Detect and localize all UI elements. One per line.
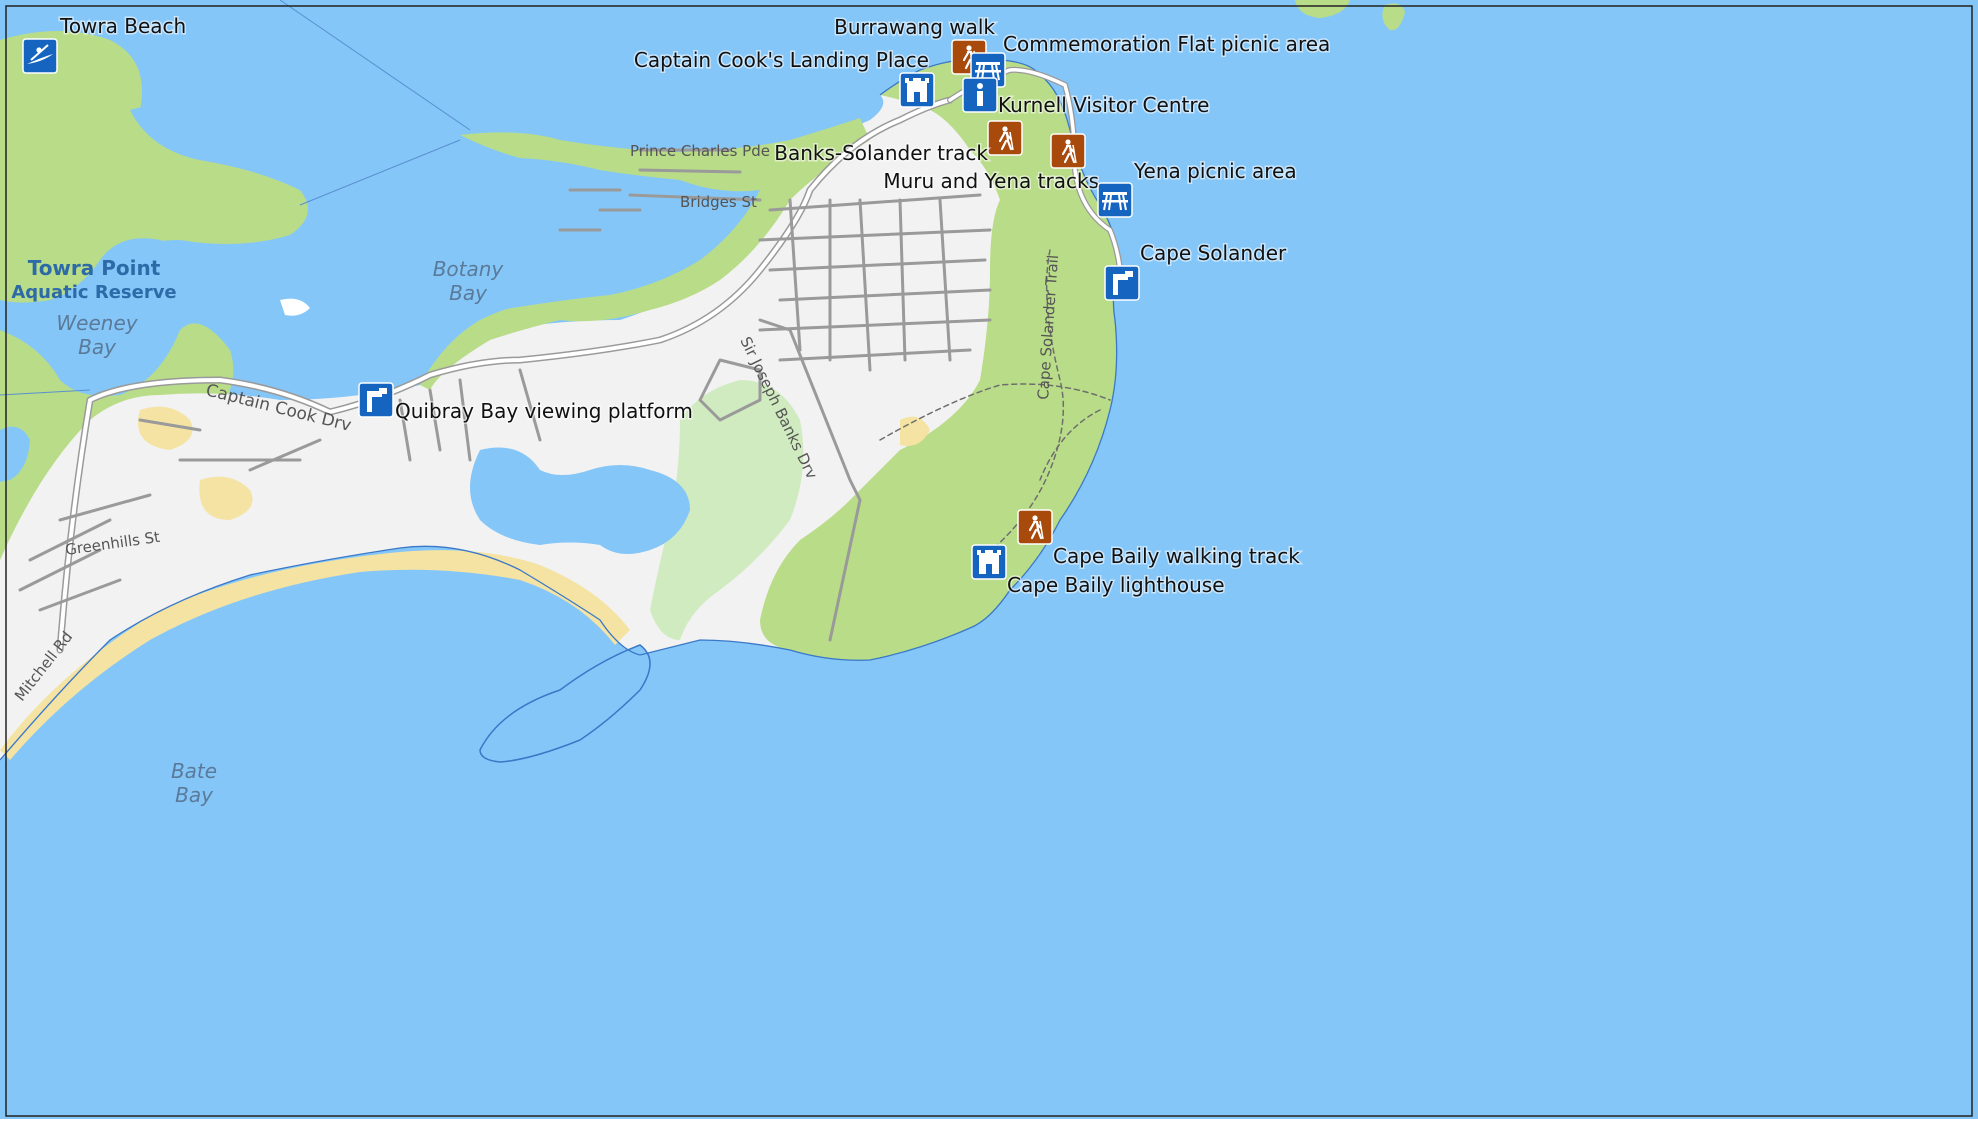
street-label-bridges: Bridges St [680,193,757,211]
sand [138,406,193,450]
poi-label[interactable]: Cape Baily walking track [1052,543,1302,570]
poi-label[interactable]: Towra Beach [58,13,188,40]
poi-label[interactable]: Quibray Bay viewing platform [394,398,695,425]
info-icon[interactable] [962,77,998,113]
reserve-subtitle: Aquatic Reserve [11,282,176,303]
island [1295,0,1350,18]
coastline [639,58,1121,661]
poi-muru-yena-tracks[interactable]: Muru and Yena tracks [882,133,1101,195]
poi-label[interactable]: Captain Cook's Landing Place [632,47,930,74]
reserve-land [0,31,308,303]
poi-yena-picnic-area[interactable]: Yena picnic area [1097,158,1299,218]
water-label-weeney: Bay [78,335,117,359]
reserve-name: Towra Point [28,256,161,280]
poi-cape-baily-lighthouse[interactable]: Cape Baily lighthouse [971,544,1227,599]
poi-banks-solander-track[interactable]: Banks-Solander track [773,120,1023,167]
poi-kurnell-visitor-centre[interactable]: Kurnell Visitor Centre [962,77,1211,119]
water-label-botany: Botany [433,257,505,281]
poi-captain-cooks-landing[interactable]: Captain Cook's Landing Place [632,47,935,108]
poi-label[interactable]: Kurnell Visitor Centre [997,92,1211,119]
viewpoint-icon[interactable] [358,382,394,418]
picnic-table-icon[interactable] [1097,182,1133,218]
poi-quibray-bay[interactable]: Quibray Bay viewing platform [358,382,695,425]
historic-tower-icon[interactable] [899,72,935,108]
water-label-botany: Bay [449,281,488,305]
water-label-bate: Bay [175,783,214,807]
beach [0,550,630,760]
poi-burrawang-walk[interactable]: Burrawang walk [833,14,997,75]
poi-label[interactable]: Muru and Yena tracks [882,168,1101,195]
poi-label[interactable]: Yena picnic area [1132,158,1299,185]
reserve-boundary [299,139,461,206]
water-label-weeney: Weeney [56,311,138,335]
poi-label[interactable]: Banks-Solander track [773,140,990,167]
lake [470,447,690,554]
viewpoint-icon[interactable] [1104,265,1140,301]
lake [0,426,30,482]
poi-towra-beach[interactable]: Towra Beach [22,13,188,74]
north-shore [420,118,870,390]
reserve-boundary [279,0,471,131]
reserve-boundary [0,389,91,396]
botany-bay-water [106,102,720,350]
poi-label[interactable]: Burrawang walk [833,14,997,41]
hiker-icon[interactable] [1050,133,1086,169]
lake [280,298,310,316]
street-label-prince-charles: Prince Charles Pde [630,142,770,160]
poi-label[interactable]: Cape Baily lighthouse [1006,572,1227,599]
island [1382,3,1405,31]
historic-tower-icon[interactable] [971,544,1007,580]
water-label-bate: Bate [171,759,217,783]
map-frame [5,5,1973,1117]
poi-label[interactable]: Cape Solander [1139,240,1289,267]
shoreline [479,644,651,763]
kayak-icon[interactable] [22,38,58,74]
sand [199,476,253,520]
poi-cape-solander[interactable]: Cape Solander [1104,240,1289,301]
hiker-icon[interactable] [1017,509,1053,545]
coastline [0,545,641,761]
national-park-light [650,380,804,640]
poi-cape-baily-walking-track[interactable]: Cape Baily walking track [1017,509,1302,570]
poi-commemoration-flat[interactable]: Commemoration Flat picnic area [970,31,1332,88]
poi-label[interactable]: Commemoration Flat picnic area [1002,31,1332,58]
hiker-icon[interactable] [987,120,1023,156]
